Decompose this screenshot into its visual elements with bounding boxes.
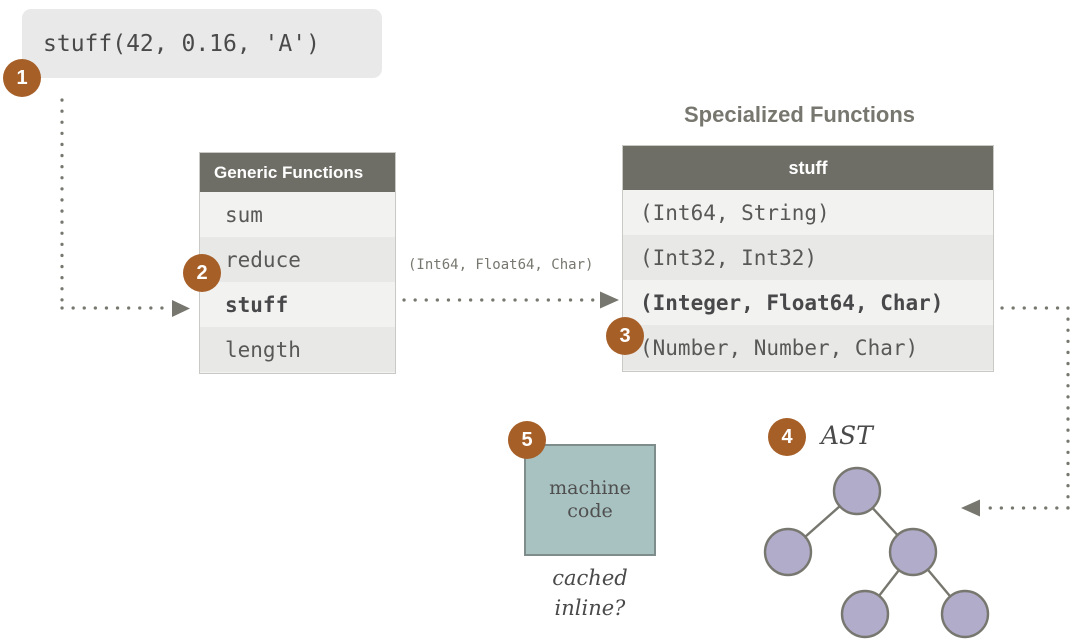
specialized-signature-row-2[interactable]: (Int32, Int32) xyxy=(623,235,993,280)
connector-generic-to-specialized xyxy=(402,291,619,309)
specialized-functions-title: Specialized Functions xyxy=(684,102,916,127)
specialized-signature-row-1[interactable]: (Int64, String) xyxy=(640,200,830,225)
ast-node-root xyxy=(832,466,882,516)
generic-functions-header: Generic Functions xyxy=(200,153,395,192)
machine-code-caption: cached inline? xyxy=(524,563,656,624)
connector-call-to-generic xyxy=(60,98,190,317)
ast-tree-edges xyxy=(787,490,966,615)
machine-code-line-1: machine xyxy=(549,476,631,499)
specialized-functions-table: stuff (Int64, String) (Int32, Int32) (In… xyxy=(622,145,994,372)
machine-code-box: machine code xyxy=(524,444,656,556)
call-expression-code: stuff(42, 0.16, 'A') xyxy=(43,30,320,57)
specialized-signature-row-4[interactable]: (Number, Number, Char) xyxy=(623,325,993,370)
ast-tree-nodes xyxy=(763,466,990,639)
generic-functions-table: Generic Functions sum reduce stuff lengt… xyxy=(199,152,396,374)
call-expression-box: stuff(42, 0.16, 'A') xyxy=(22,9,382,78)
generic-function-row-reduce[interactable]: reduce xyxy=(200,237,395,282)
step-badge-2: 2 xyxy=(183,254,221,292)
step-badge-3: 3 xyxy=(606,317,644,355)
machine-code-caption-line-1: cached xyxy=(552,566,628,590)
generic-function-row-stuff[interactable]: stuff xyxy=(225,292,289,317)
step-badge-1: 1 xyxy=(3,59,41,97)
specialized-signature-row-3[interactable]: (Integer, Float64, Char) xyxy=(640,290,944,315)
generic-function-row-sum[interactable]: sum xyxy=(225,202,263,227)
ast-node-right xyxy=(888,527,938,577)
ast-node-left xyxy=(763,527,813,577)
ast-node-leaf-right xyxy=(940,589,990,639)
ast-node-leaf-left xyxy=(840,589,890,639)
specialized-functions-header: stuff xyxy=(623,146,993,190)
step-badge-4: 4 xyxy=(768,418,806,456)
ast-label: AST xyxy=(821,421,873,450)
machine-code-line-2: code xyxy=(567,500,613,522)
machine-code-caption-line-2: inline? xyxy=(554,596,626,621)
dispatch-signature-label: (Int64, Float64, Char) xyxy=(408,257,594,273)
generic-function-row-length[interactable]: length xyxy=(200,327,395,372)
step-badge-5: 5 xyxy=(508,421,546,459)
